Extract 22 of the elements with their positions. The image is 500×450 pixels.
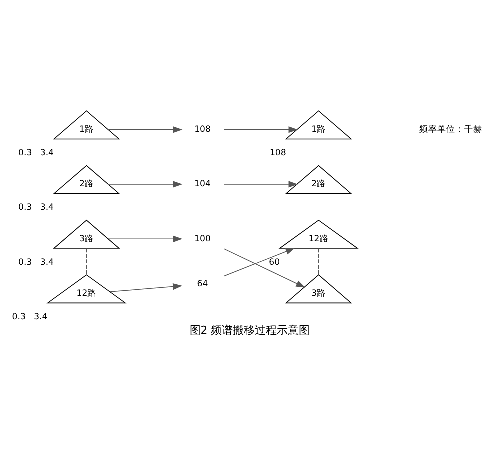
node-label: 60 bbox=[269, 257, 280, 268]
label: 频率单位：千赫 bbox=[419, 124, 482, 135]
arrow bbox=[108, 180, 183, 188]
node-text: 108 bbox=[194, 124, 211, 135]
node-text: 64 bbox=[197, 279, 208, 290]
caption: 图2 频谱搬移过程示意图 bbox=[190, 323, 310, 336]
node-label: 0.3 3.4 bbox=[18, 257, 54, 268]
arrow bbox=[224, 248, 306, 288]
arrow bbox=[110, 283, 183, 292]
node-text: 104 bbox=[194, 179, 211, 190]
node-text: 100 bbox=[194, 234, 211, 244]
connector bbox=[86, 248, 88, 275]
arrow bbox=[108, 235, 183, 242]
node-label: 108 bbox=[270, 148, 286, 158]
connector bbox=[318, 248, 320, 275]
node-label: 0.3 3.4 bbox=[18, 202, 54, 213]
arrow bbox=[108, 126, 183, 133]
arrow bbox=[224, 126, 298, 133]
arrow bbox=[224, 180, 298, 188]
node-label: 0.3 3.4 bbox=[12, 312, 48, 322]
arrow bbox=[224, 248, 296, 276]
node-label: 0.3 3.4 bbox=[18, 148, 54, 158]
